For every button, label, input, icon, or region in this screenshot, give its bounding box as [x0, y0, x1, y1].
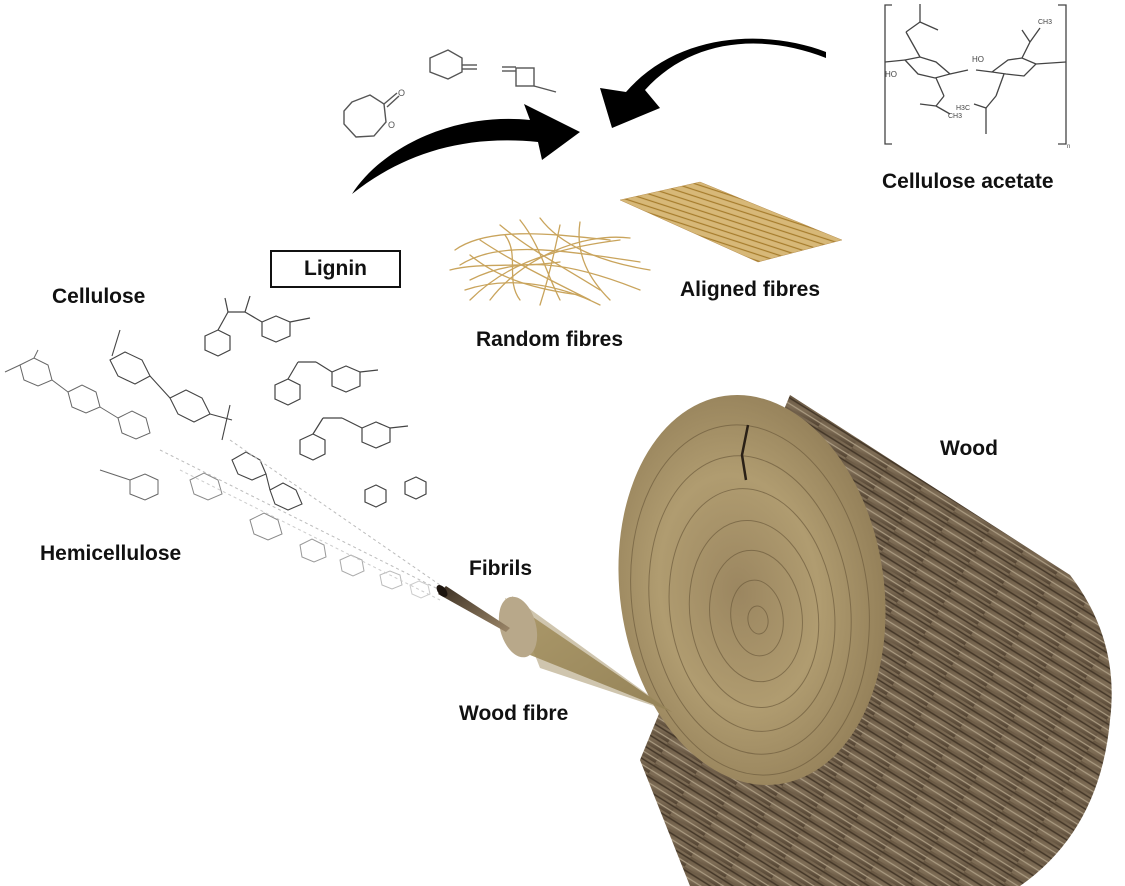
aligned-fibres-label: Aligned fibres [680, 278, 821, 301]
cellulose-label: Cellulose [52, 285, 146, 308]
hemicellulose-label: Hemicellulose [40, 542, 182, 565]
wood-log-image [618, 395, 1112, 886]
hydroxyl-label: HO [885, 70, 897, 79]
cellulose-acetate-label: Cellulose acetate [882, 170, 1054, 193]
curved-arrow-right [352, 104, 580, 194]
hemicellulose-structure [4, 349, 441, 601]
methyl-label: H3C [956, 105, 970, 112]
lignin-structure [204, 295, 427, 508]
oxygen-atom: O [388, 120, 395, 130]
butyrolactone-structure [502, 66, 557, 93]
aligned-fibres-image [619, 181, 843, 263]
trimethylene-carbonate-structure [429, 49, 477, 80]
random-fibres-label: Random fibres [476, 328, 624, 351]
curved-arrow-left [600, 38, 826, 129]
lignin-label: Lignin [304, 257, 367, 280]
lignin-label-box: Lignin [270, 250, 401, 288]
random-fibres-image [449, 217, 651, 306]
cellulose-structure [109, 329, 303, 511]
fibril-image [436, 585, 510, 632]
methyl-label: CH3 [948, 113, 962, 120]
wood-label: Wood [940, 437, 998, 460]
cellulose-acetate-structure [884, 4, 1067, 145]
fibrils-label: Fibrils [469, 557, 533, 580]
hydroxyl-label: HO [972, 55, 984, 64]
wood-fibre-cone-image [498, 596, 672, 712]
caprolactone-structure [343, 92, 400, 138]
wood-fibre-label: Wood fibre [459, 702, 569, 725]
oxygen-atom: O [398, 88, 405, 98]
methyl-label: CH3 [1038, 19, 1052, 26]
repeat-unit-subscript: n [1067, 144, 1070, 150]
